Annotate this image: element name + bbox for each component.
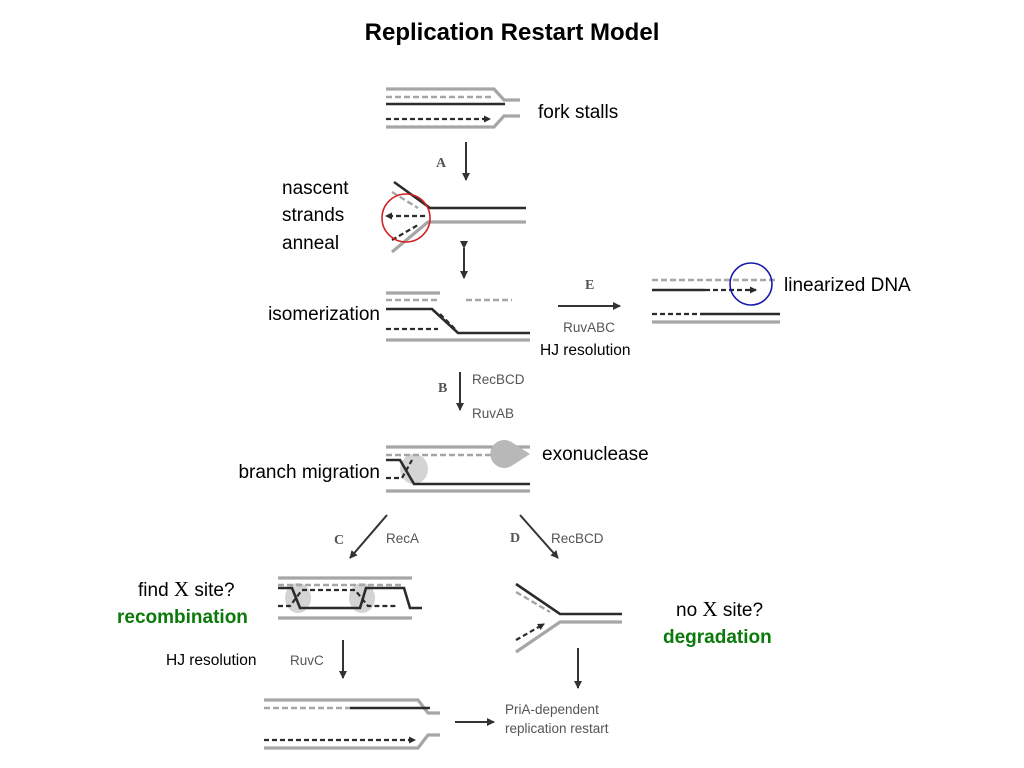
fork-stalls-label: fork stalls bbox=[538, 102, 618, 123]
step-d-arrow bbox=[519, 514, 559, 559]
branch-migration-graphic bbox=[386, 440, 530, 493]
stalled-fork-graphic bbox=[386, 87, 520, 129]
step-a-label: A bbox=[436, 156, 447, 171]
find-chi-site-label: find X site? bbox=[138, 577, 235, 601]
step-d-label: D bbox=[510, 531, 520, 546]
degradation-fork-graphic bbox=[515, 582, 622, 654]
hj-resolution-top-label: HJ resolution bbox=[540, 342, 630, 359]
restart-fork-graphic bbox=[264, 698, 440, 750]
reca-label: RecA bbox=[386, 531, 419, 546]
replication-restart-label: replication restart bbox=[505, 721, 609, 736]
step-c-arrow bbox=[349, 514, 388, 559]
step-c-label: C bbox=[334, 533, 344, 548]
nascent-label: nascent bbox=[282, 178, 349, 199]
ruvc-label: RuvC bbox=[290, 653, 324, 668]
pria-dependent-label: PriA-dependent bbox=[505, 702, 599, 717]
recombination-label: recombination bbox=[117, 607, 248, 628]
strands-label: strands bbox=[282, 205, 344, 226]
anneal-label: anneal bbox=[282, 233, 339, 254]
step-e-label: E bbox=[585, 278, 594, 293]
degradation-label: degradation bbox=[663, 627, 772, 648]
hj-resolution-bottom-label: HJ resolution bbox=[166, 652, 256, 669]
linearized-dna-graphic bbox=[652, 278, 780, 324]
linearized-dna-label: linearized DNA bbox=[784, 275, 911, 296]
ruvabc-label: RuvABC bbox=[563, 320, 615, 335]
isomerization-label: isomerization bbox=[268, 304, 380, 325]
no-chi-site-label: no X site? bbox=[676, 597, 763, 621]
exonuclease-label: exonuclease bbox=[542, 444, 649, 465]
holliday-junction-graphic bbox=[386, 291, 530, 342]
annealed-strands-highlight-circle bbox=[381, 193, 431, 243]
dna-end-highlight-circle bbox=[729, 262, 773, 306]
ruvab-label: RuvAB bbox=[472, 406, 514, 421]
recbcd-d-label: RecBCD bbox=[551, 531, 604, 546]
recbcd-b-label: RecBCD bbox=[472, 372, 525, 387]
page-title: Replication Restart Model bbox=[365, 19, 660, 46]
exonuclease-pacman-icon bbox=[490, 440, 530, 469]
step-b-label: B bbox=[438, 381, 447, 396]
recombination-graphic bbox=[278, 576, 422, 620]
branch-migration-label: branch migration bbox=[238, 462, 380, 483]
